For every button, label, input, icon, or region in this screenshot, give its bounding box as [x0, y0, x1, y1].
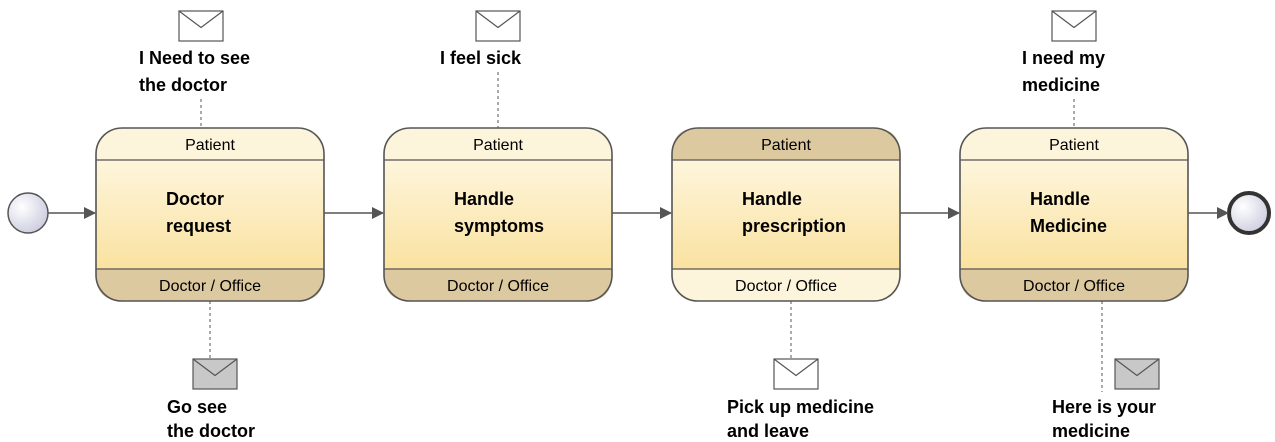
- envelope-icon: [1051, 10, 1097, 42]
- message-label: Pick up medicine: [727, 397, 874, 417]
- task-name-line: Medicine: [1030, 216, 1107, 236]
- start-event: [7, 192, 49, 234]
- message-label: Here is your: [1052, 397, 1156, 417]
- envelope-flap: [1051, 10, 1097, 29]
- envelope-flap: [773, 358, 819, 377]
- bottom-participant-label: Doctor / Office: [1023, 278, 1125, 295]
- task-name-line: symptoms: [454, 216, 544, 236]
- message-label: medicine: [1052, 421, 1130, 441]
- envelope-flap: [178, 10, 224, 29]
- bottom-participant-band: [960, 269, 1188, 301]
- top-participant-band: [960, 128, 1188, 160]
- message-label: the doctor: [167, 421, 255, 441]
- message-label: and leave: [727, 421, 809, 441]
- envelope-icon: [773, 358, 819, 390]
- top-participant-band: [672, 128, 900, 160]
- task-outline: [959, 127, 1189, 302]
- message-label: I feel sick: [440, 48, 522, 68]
- message-label: medicine: [1022, 75, 1100, 95]
- top-participant-label: Patient: [1049, 137, 1099, 154]
- message-label: I need my: [1022, 48, 1105, 68]
- task-name-line: prescription: [742, 216, 846, 236]
- bottom-participant-band: [384, 269, 612, 301]
- envelope-flap: [475, 10, 521, 29]
- task-body: [960, 128, 1188, 301]
- task-body: [384, 128, 612, 301]
- task-name-line: Handle: [1030, 189, 1090, 209]
- task-name-line: request: [166, 216, 231, 236]
- task-body: [672, 128, 900, 301]
- bottom-participant-label: Doctor / Office: [735, 278, 837, 295]
- envelope-icon: [178, 10, 224, 42]
- top-participant-band: [96, 128, 324, 160]
- task-outline: [671, 127, 901, 302]
- end-event: [1227, 191, 1271, 235]
- task-name-line: Doctor: [166, 189, 224, 209]
- task-body: [96, 128, 324, 301]
- envelope-icon: [475, 10, 521, 42]
- envelope-flap: [1114, 358, 1160, 377]
- bottom-participant-label: Doctor / Office: [447, 278, 549, 295]
- task-name-line: Handle: [454, 189, 514, 209]
- message-label: Go see: [167, 397, 227, 417]
- message-label: the doctor: [139, 75, 227, 95]
- envelope-flap: [192, 358, 238, 377]
- bottom-participant-band: [672, 269, 900, 301]
- top-participant-label: Patient: [761, 137, 811, 154]
- bottom-participant-band: [96, 269, 324, 301]
- top-participant-label: Patient: [185, 137, 235, 154]
- bottom-participant-label: Doctor / Office: [159, 278, 261, 295]
- envelope-icon: [1114, 358, 1160, 390]
- message-label: I Need to see: [139, 48, 250, 68]
- task-name-line: Handle: [742, 189, 802, 209]
- top-participant-band: [384, 128, 612, 160]
- top-participant-label: Patient: [473, 137, 523, 154]
- envelope-icon: [192, 358, 238, 390]
